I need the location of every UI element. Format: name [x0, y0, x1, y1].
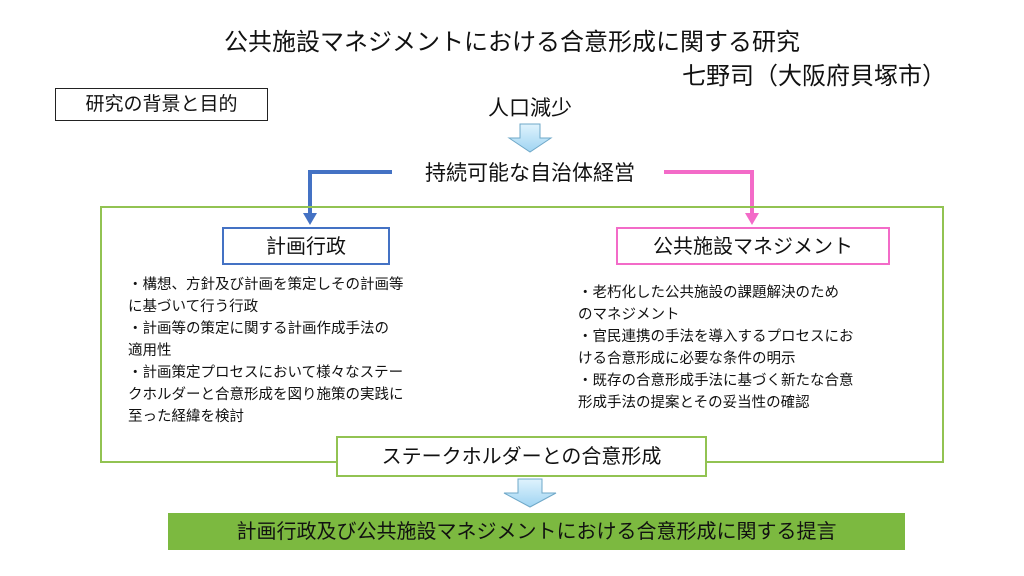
list-item: 至った経緯を検討 [128, 409, 244, 425]
planning-administration-box: 計画行政 [222, 227, 390, 265]
list-item: ・老朽化した公共施設の課題解決のため [578, 285, 839, 301]
facility-points: ・老朽化した公共施設の課題解決のため のマネジメント ・官民連携の手法を導入する… [578, 282, 854, 414]
list-item: のマネジメント [578, 307, 680, 323]
pink-arrowhead [745, 213, 759, 225]
list-item: クホルダーと合意形成を図り施策の実践に [128, 387, 404, 403]
list-item: ・官民連携の手法を導入するプロセスにお [578, 329, 854, 345]
section-label: 研究の背景と目的 [55, 88, 268, 121]
facility-management-box: 公共施設マネジメント [616, 227, 890, 265]
population-decline: 人口減少 [488, 96, 572, 120]
blue-connector [308, 170, 392, 215]
conclusion-banner: 計画行政及び公共施設マネジメントにおける合意形成に関する提言 [168, 513, 905, 550]
stakeholder-consensus-box: ステークホルダーとの合意形成 [336, 436, 707, 477]
blue-arrowhead [303, 213, 317, 225]
list-item: 適用性 [128, 343, 172, 359]
list-item: 形成手法の提案とその妥当性の確認 [578, 395, 810, 411]
slide-title: 公共施設マネジメントにおける合意形成に関する研究 [224, 28, 800, 56]
down-arrow-icon [503, 478, 557, 508]
list-item: ・計画等の策定に関する計画作成手法の [128, 321, 389, 337]
pink-connector [664, 170, 754, 215]
sustainable-management: 持続可能な自治体経営 [425, 161, 635, 185]
list-item: ける合意形成に必要な条件の明示 [578, 351, 796, 367]
list-item: ・構想、方針及び計画を策定しその計画等 [128, 277, 404, 293]
down-arrow-icon [507, 123, 553, 153]
list-item: ・既存の合意形成手法に基づく新たな合意 [578, 373, 854, 389]
author: 七野司（大阪府貝塚市） [682, 62, 946, 90]
planning-points: ・構想、方針及び計画を策定しその計画等 に基づいて行う行政 ・計画等の策定に関す… [128, 274, 404, 428]
list-item: ・計画策定プロセスにおいて様々なステー [128, 365, 404, 381]
list-item: に基づいて行う行政 [128, 299, 259, 315]
